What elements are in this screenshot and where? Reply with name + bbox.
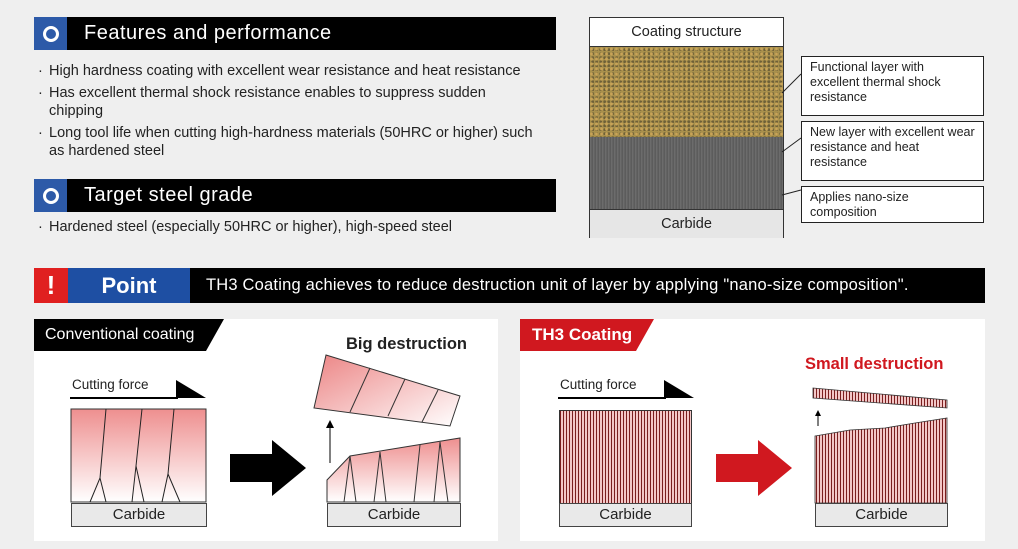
conventional-carbide-before: Carbide: [71, 503, 207, 527]
functional-layer: [590, 47, 783, 137]
circle-bullet-icon: [34, 17, 67, 50]
callout-nano-size: Applies nano-size composition: [801, 186, 984, 223]
force-arrow-icon: [558, 380, 694, 399]
th3-force-label: Cutting force: [560, 377, 637, 392]
bullet-text: Has excellent thermal shock resistance e…: [49, 85, 486, 119]
th3-tag: TH3 Coating: [532, 325, 633, 344]
coating-structure-title: Coating structure: [590, 18, 783, 47]
target-title: Target steel grade: [84, 184, 254, 206]
conventional-carbide-after: Carbide: [327, 503, 461, 527]
point-text: TH3 Coating achieves to reduce destructi…: [206, 276, 909, 294]
dot-icon: ·: [38, 85, 43, 101]
point-bar: ! Point TH3 Coating achieves to reduce d…: [34, 268, 985, 303]
conventional-coating-block: [70, 408, 207, 503]
exclamation-icon: !: [34, 268, 68, 303]
conventional-force-label: Cutting force: [72, 377, 149, 392]
th3-tag-shape: [520, 319, 654, 351]
dot-icon: ·: [38, 219, 43, 235]
bullet-text: High hardness coating with excellent wea…: [49, 63, 521, 79]
bullet-text: Hardened steel (especially 50HRC or high…: [49, 219, 452, 235]
bullet-text: Long tool life when cutting high-hardnes…: [49, 125, 533, 159]
wear-resistant-layer: [590, 137, 783, 209]
feature-bullet-1: · High hardness coating with excellent w…: [38, 62, 558, 80]
small-destruction-fragment: [812, 387, 948, 504]
th3-carbide-before: Carbide: [559, 503, 692, 527]
conventional-tag: Conventional coating: [45, 326, 195, 343]
small-destruction-label: Small destruction: [805, 355, 944, 373]
th3-coating-block: [559, 410, 692, 504]
callout-new-layer: New layer with excellent wear resistance…: [801, 121, 984, 181]
circle-bullet-icon: [34, 179, 67, 212]
big-destruction-fragment: [313, 354, 461, 503]
dot-icon: ·: [38, 125, 43, 141]
features-title: Features and performance: [84, 22, 332, 44]
coating-structure-diagram: Coating structure Carbide: [589, 17, 784, 238]
big-destruction-label: Big destruction: [346, 335, 468, 353]
target-header: Target steel grade: [34, 179, 556, 212]
dot-icon: ·: [38, 63, 43, 79]
callout-connectors: [781, 73, 802, 196]
transition-arrow-red-icon: [716, 440, 792, 496]
transition-arrow-icon: [230, 440, 306, 496]
carbide-label: Carbide: [590, 209, 783, 238]
conventional-tag-shape: [34, 319, 224, 351]
feature-bullet-3: · Long tool life when cutting high-hardn…: [38, 124, 538, 160]
features-header: Features and performance: [34, 17, 556, 50]
point-label: Point: [68, 268, 190, 303]
target-bullet-1: · Hardened steel (especially 50HRC or hi…: [38, 218, 558, 236]
callout-functional-layer: Functional layer with excellent thermal …: [801, 56, 984, 116]
force-arrow-icon: [70, 380, 206, 399]
th3-carbide-after: Carbide: [815, 503, 948, 527]
feature-bullet-2: · Has excellent thermal shock resistance…: [38, 84, 538, 120]
